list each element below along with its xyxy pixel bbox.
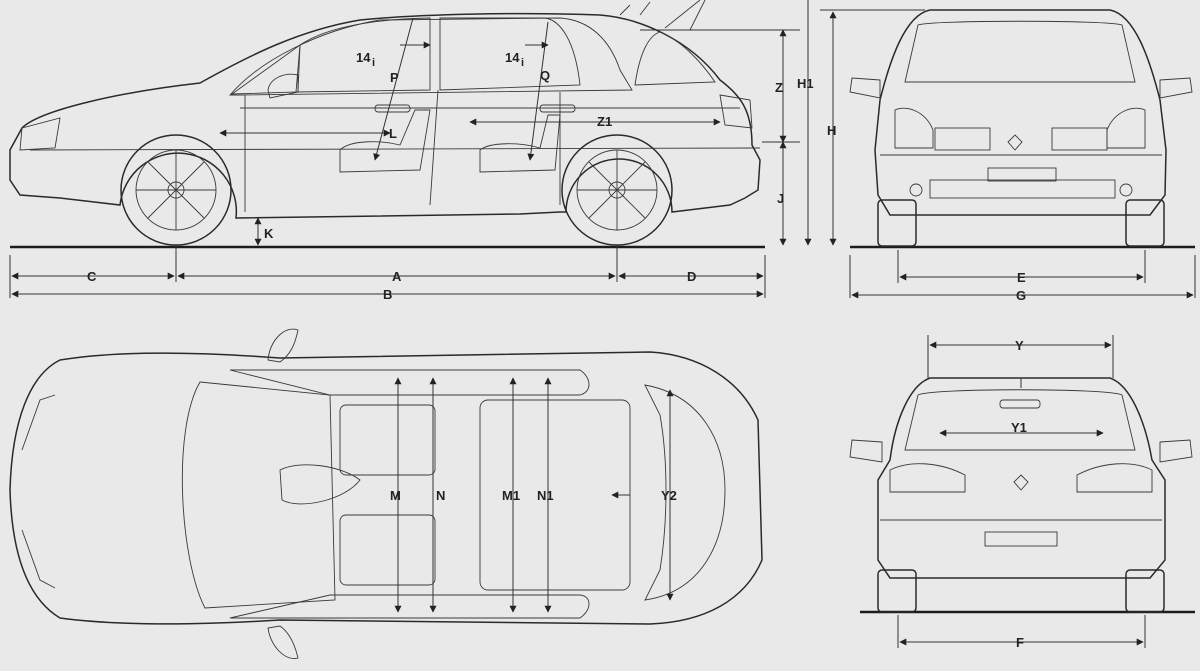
front-left-mirror (849, 77, 881, 99)
side-b-pillar (429, 89, 439, 206)
front-body-outline (874, 9, 1167, 216)
front-lower-grille (929, 179, 1116, 199)
rear-left-taillight (889, 463, 966, 493)
top-view: M N M1 N1 Y2 (9, 328, 763, 660)
label-M1: M1 (502, 488, 520, 503)
rear-view: Y Y1 F (849, 335, 1195, 650)
side-headlight (19, 117, 61, 151)
front-logo (1007, 134, 1023, 151)
label-C: C (87, 269, 97, 284)
front-left-headlight (894, 107, 934, 149)
label-angle-rear: 14 (505, 50, 520, 65)
side-open-tailgate (619, 0, 706, 31)
side-taillight (719, 94, 753, 129)
side-rear-door-window (439, 17, 581, 91)
label-H1: H1 (797, 76, 814, 91)
label-E: E (1017, 270, 1026, 285)
label-Q: Q (540, 68, 550, 83)
side-view: P Q L Z1 K 14 i 14 i Z J H1 C A D B (9, 0, 814, 302)
side-front-seat (339, 109, 431, 173)
rear-window (904, 389, 1136, 451)
top-windshield (181, 381, 336, 609)
rear-brake-light (999, 399, 1041, 409)
label-Y: Y (1015, 338, 1024, 353)
label-L: L (389, 126, 397, 141)
front-windshield (904, 20, 1136, 83)
rear-plate (984, 531, 1058, 547)
label-P: P (390, 70, 399, 85)
front-right-headlight (1106, 107, 1146, 149)
front-left-tyre (877, 199, 917, 247)
rear-left-tyre (877, 569, 917, 613)
label-H: H (827, 123, 836, 138)
label-Y2: Y2 (661, 488, 677, 503)
top-left-mirror (267, 328, 299, 363)
top-front-right-seat (339, 514, 436, 586)
side-front-door-handle (374, 104, 411, 113)
rear-right-tyre (1125, 569, 1165, 613)
front-right-tyre (1125, 199, 1165, 247)
label-angle-rear-unit: i (521, 57, 524, 69)
front-plate (987, 167, 1057, 182)
side-window-line (229, 17, 633, 96)
label-F: F (1016, 635, 1024, 650)
rear-body-outline (877, 377, 1166, 579)
label-Z: Z (775, 80, 783, 95)
side-rear-quarter-window (634, 31, 716, 86)
top-right-rail (229, 594, 590, 619)
front-right-grille (1051, 127, 1108, 151)
top-body-outline (9, 351, 763, 625)
label-J: J (777, 191, 784, 206)
side-rear-seat (479, 114, 561, 173)
front-left-foglight (909, 183, 923, 197)
rear-logo (1013, 474, 1029, 491)
label-K: K (264, 226, 274, 241)
label-N: N (436, 488, 445, 503)
front-left-grille (934, 127, 991, 151)
front-right-foglight (1119, 183, 1133, 197)
label-Z1: Z1 (597, 114, 612, 129)
label-angle-front: 14 (356, 50, 371, 65)
side-character-line (29, 147, 761, 151)
label-B: B (383, 287, 392, 302)
side-mirror (267, 73, 299, 99)
label-D: D (687, 269, 696, 284)
label-M: M (390, 488, 401, 503)
top-front-left-seat (339, 404, 436, 476)
side-front-window (230, 44, 301, 95)
side-body-outline (9, 12, 761, 219)
top-right-mirror (267, 625, 299, 660)
label-A: A (392, 269, 402, 284)
rear-left-mirror (849, 439, 883, 463)
top-rear-window (644, 384, 726, 601)
rear-right-mirror (1159, 439, 1193, 463)
label-N1: N1 (537, 488, 554, 503)
label-G: G (1016, 288, 1026, 303)
front-right-mirror (1159, 77, 1193, 99)
rear-right-taillight (1076, 463, 1153, 493)
side-front-spokes (136, 150, 216, 230)
label-Y1: Y1 (1011, 420, 1027, 435)
top-left-rail (229, 369, 590, 396)
top-front-headlights (21, 394, 56, 589)
label-angle-front-unit: i (372, 57, 375, 69)
side-front-door-window (295, 17, 431, 93)
front-view: H E G (820, 9, 1196, 303)
side-rear-door-handle (539, 104, 576, 113)
side-rear-spokes (577, 150, 657, 230)
top-steering-area (279, 464, 361, 505)
